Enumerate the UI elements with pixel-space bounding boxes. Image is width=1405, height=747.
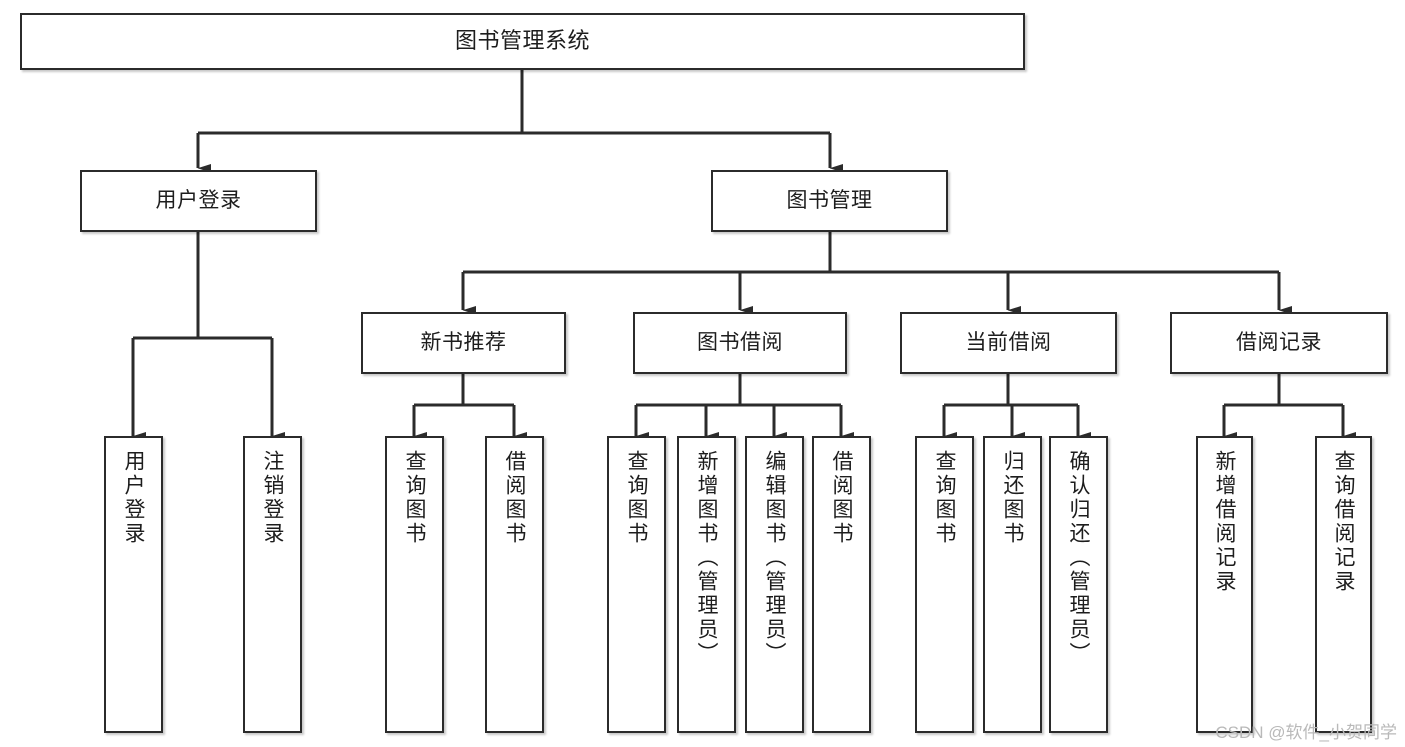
- leaf-user-logout[interactable]: 注销登录: [243, 436, 302, 733]
- watermark: CSDN @软件_小贺同学: [1215, 723, 1397, 742]
- leaf-user-login[interactable]: 用户登录: [104, 436, 163, 733]
- node-label: 用户登录: [122, 450, 145, 546]
- node-label: 用户登录: [155, 189, 242, 213]
- node-label: 图书借阅: [697, 331, 783, 355]
- leaf-borrow-query-book[interactable]: 查询图书: [607, 436, 666, 733]
- node-label: 查询图书: [625, 450, 648, 546]
- node-label: 新书推荐: [420, 331, 507, 355]
- node-label: 编辑图书（管理员）: [763, 450, 786, 666]
- node-new-book-recommend[interactable]: 新书推荐: [361, 312, 566, 374]
- leaf-borrow-edit-book-admin[interactable]: 编辑图书（管理员）: [745, 436, 804, 733]
- node-book-management[interactable]: 图书管理: [711, 170, 948, 232]
- node-label: 图书管理: [786, 189, 873, 213]
- node-root-system[interactable]: 图书管理系统: [20, 13, 1025, 70]
- leaf-recommend-borrow-book[interactable]: 借阅图书: [485, 436, 544, 733]
- node-book-borrow[interactable]: 图书借阅: [633, 312, 847, 374]
- leaf-record-query-borrow-record[interactable]: 查询借阅记录: [1315, 436, 1372, 733]
- node-label: 查询借阅记录: [1332, 450, 1355, 594]
- node-label: 借阅图书: [830, 450, 853, 546]
- node-label: 借阅记录: [1236, 331, 1322, 355]
- leaf-current-confirm-return-admin[interactable]: 确认归还（管理员）: [1049, 436, 1108, 733]
- node-label: 当前借阅: [965, 331, 1052, 355]
- node-label: 查询图书: [933, 450, 956, 546]
- leaf-borrow-add-book-admin[interactable]: 新增图书（管理员）: [677, 436, 736, 733]
- leaf-current-return-book[interactable]: 归还图书: [983, 436, 1042, 733]
- node-current-borrow[interactable]: 当前借阅: [900, 312, 1117, 374]
- node-label: 确认归还（管理员）: [1067, 450, 1090, 666]
- node-label: 归还图书: [1001, 450, 1024, 546]
- node-label: 借阅图书: [503, 450, 526, 546]
- leaf-borrow-borrow-book[interactable]: 借阅图书: [812, 436, 871, 733]
- node-borrow-record[interactable]: 借阅记录: [1170, 312, 1388, 374]
- node-label: 新增图书（管理员）: [695, 450, 718, 666]
- leaf-record-add-borrow-record[interactable]: 新增借阅记录: [1196, 436, 1253, 733]
- leaf-recommend-query-book[interactable]: 查询图书: [385, 436, 444, 733]
- node-label: 查询图书: [403, 450, 426, 546]
- node-user-login[interactable]: 用户登录: [80, 170, 317, 232]
- node-label: 注销登录: [261, 450, 284, 546]
- node-label: 新增借阅记录: [1213, 450, 1236, 594]
- leaf-current-query-book[interactable]: 查询图书: [915, 436, 974, 733]
- node-label: 图书管理系统: [454, 28, 590, 54]
